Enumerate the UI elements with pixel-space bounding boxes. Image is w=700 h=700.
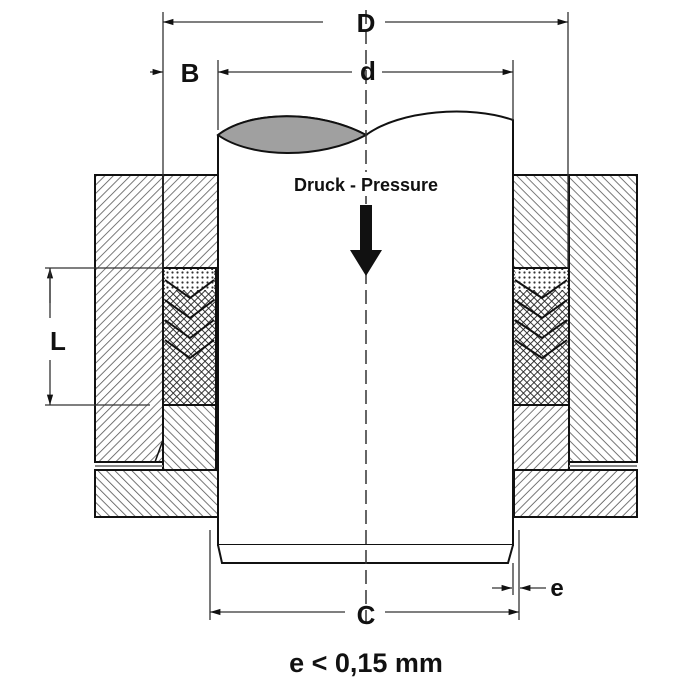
dim-C-label: C xyxy=(357,600,376,630)
dim-B-label: B xyxy=(181,58,200,88)
tolerance-note: e < 0,15 mm xyxy=(289,648,443,678)
gland-left-upper xyxy=(162,174,219,269)
shaft xyxy=(216,110,514,564)
dim-e-label: e xyxy=(550,575,563,602)
seal-packing-left xyxy=(162,267,217,406)
pressure-arrow-icon xyxy=(350,205,382,276)
dimension-lines xyxy=(45,12,569,620)
housing-right xyxy=(512,174,638,518)
dim-L-label: L xyxy=(50,326,66,356)
pressure-label: Druck - Pressure xyxy=(294,175,438,195)
pressure-label-bg xyxy=(268,172,464,196)
dim-d-label: d xyxy=(360,56,376,86)
dim-D-label: D xyxy=(357,8,376,38)
